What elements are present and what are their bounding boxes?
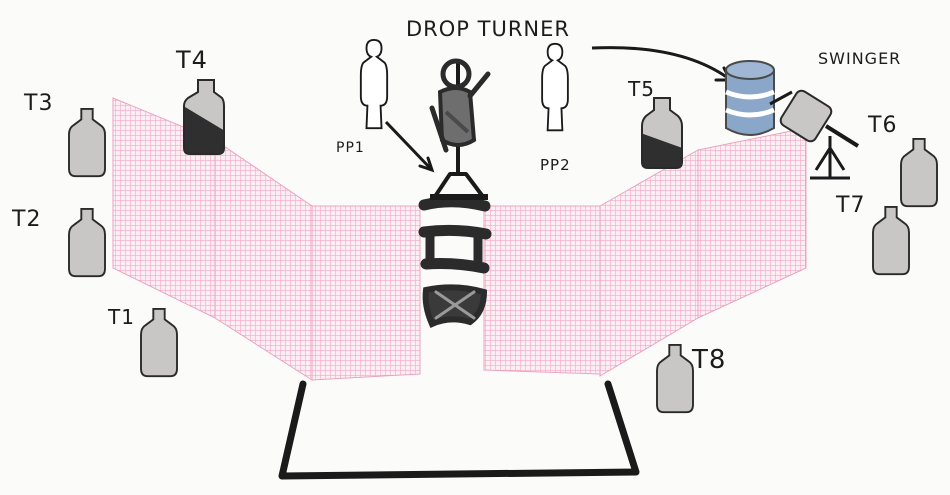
swinger-label: SWINGER [818, 49, 901, 68]
barrel-icon [725, 60, 775, 136]
target-t1 [139, 307, 179, 378]
wall-center-left [311, 205, 421, 381]
target-t5-label: T5 [627, 77, 655, 101]
target-t4 [183, 79, 225, 155]
target-t8-label: T8 [691, 345, 726, 375]
target-t1-label: T1 [107, 305, 135, 329]
target-t8 [655, 343, 695, 414]
drop-turner-label: DROP TURNER [406, 17, 570, 41]
popper-pp2 [541, 42, 569, 132]
arrow-pp1 [384, 120, 435, 173]
popper-pp1-label: PP1 [336, 140, 365, 156]
popper-pp2-label: PP2 [540, 156, 571, 174]
drop-turner-icon [429, 58, 491, 200]
shooting-box [278, 380, 640, 480]
target-t5 [641, 97, 683, 169]
target-t6-label: T6 [867, 113, 897, 138]
target-t3-label: T3 [23, 91, 53, 116]
wall-right-inner [599, 149, 699, 377]
wall-right-outer [697, 127, 807, 319]
target-t4-label: T4 [175, 46, 208, 74]
target-t7 [871, 205, 911, 276]
target-t6 [899, 137, 939, 208]
center-port [418, 196, 492, 328]
arrow-swinger [591, 46, 733, 82]
target-t3 [67, 107, 107, 178]
target-t2 [67, 207, 107, 278]
target-t7-label: T7 [835, 193, 865, 218]
popper-pp1 [359, 38, 389, 130]
swinger-target [769, 89, 860, 180]
wall-center-right [483, 205, 601, 375]
wall-left-inner [214, 139, 313, 381]
target-t2-label: T2 [11, 207, 41, 232]
